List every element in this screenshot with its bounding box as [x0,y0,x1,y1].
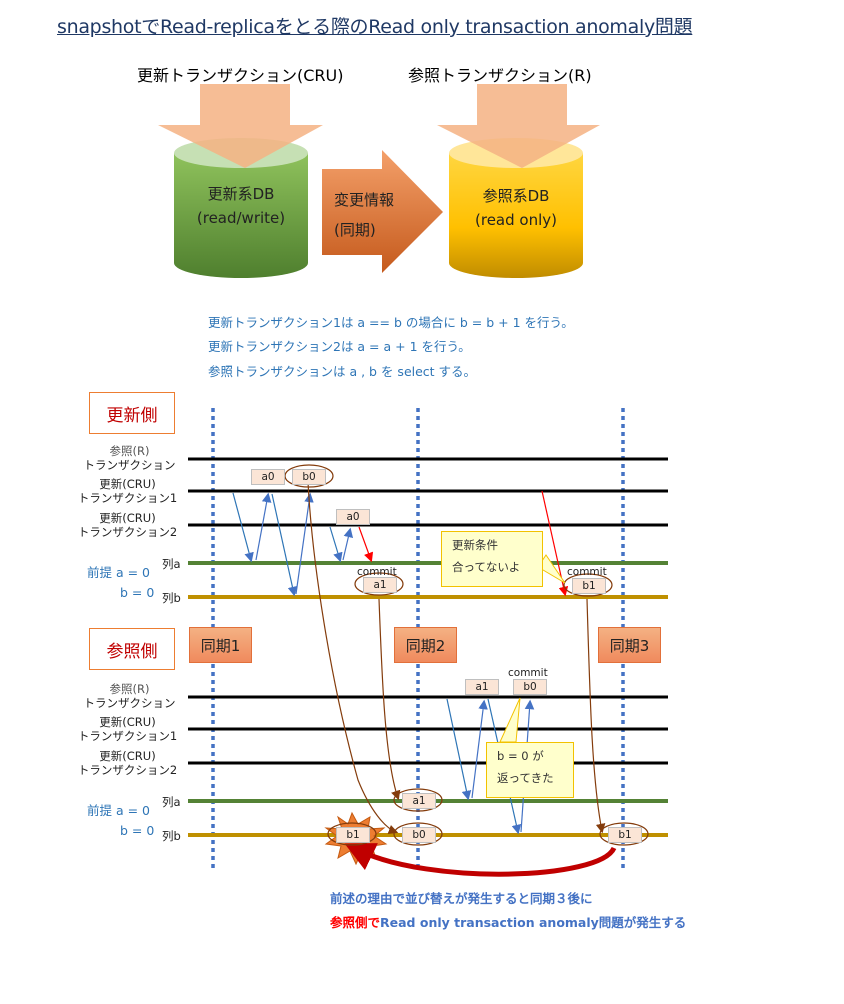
ref-update-tx1-line1: 更新(CRU) [99,715,156,729]
ref-read-a-arrow [446,698,472,801]
ref-update-tx1-line2: トランザクション1 [77,729,178,743]
ref-b1-early-ellipse [327,822,377,846]
sync-arrow-line1: 変更情報 [334,191,395,209]
sync-1-label: 同期1 [189,627,252,663]
upd-read-tx-label: 参照(R) トランザクション [72,444,187,472]
ref-commit-label: commit [508,667,548,679]
ref-update-tx2-label: 更新(CRU) トランザクション2 [70,749,185,777]
update-callout-line2: 合ってないよ [452,560,521,574]
sync-2-label: 同期2 [394,627,457,663]
description-line-3: 参照トランザクションは a , b を select する。 [208,364,477,379]
upd-update-tx2-line1: 更新(CRU) [99,511,156,525]
page-title: snapshotでRead-replicaをとる際のRead only tran… [57,16,693,38]
commit-b1-ellipse [563,573,613,597]
sync-arrow-label: 変更情報 (同期) [334,185,394,245]
read-tx-label: 参照トランザクション(R) [408,66,592,85]
upd-commit-a1-label: commit [357,566,397,578]
sync-3-label: 同期3 [598,627,661,663]
read-tx-down-arrow-icon [437,84,600,168]
upd-update-tx2-line2: トランザクション2 [77,525,178,539]
ref-return-a-arrow [471,699,488,799]
ref-read-tx-line1: 参照(R) [109,682,150,696]
read-callout-line1: b = 0 が [497,749,544,763]
ref-col-b-b0: b0 [402,827,436,843]
upd-read-tx-line2: トランザクション [83,458,176,472]
ref-col-a-label: 列a [162,795,181,809]
read-side-label: 参照側 [89,628,175,670]
tx1-read-b-arrow [271,493,298,597]
upd-tx1-b0: b0 [292,469,326,485]
ref-a1-ellipse [393,788,443,812]
read-db-label: 参照系DB (read only) [449,184,583,232]
top-diagram [158,84,600,278]
upd-update-tx2-label: 更新(CRU) トランザクション2 [70,511,185,539]
callout-pointer-2 [499,697,521,743]
update-condition-callout: 更新条件 合ってないよ [441,531,543,587]
description-line-1: 更新トランザクション1は a == b の場合に b = b + 1 を行う。 [208,315,574,330]
tx2-return-a-arrow [342,527,354,561]
update-side-label: 更新側 [89,392,175,434]
ref-read-tx-line2: トランザクション [83,696,176,710]
ref-col-b-b1-early: b1 [336,827,370,843]
tx1-return-a-arrow [255,492,272,561]
reorder-arrow [344,843,617,877]
upd-update-tx1-line1: 更新(CRU) [99,477,156,491]
update-db-label: 更新系DB (read/write) [174,182,308,230]
read-callout-line2: 返ってきた [497,771,554,785]
ref-read-tx-label: 参照(R) トランザクション [72,682,187,710]
ref-premise-a: 前提 a = 0 [87,803,151,818]
ref-col-b-b1-late: b1 [608,827,642,843]
upd-tx1-a0: a0 [251,469,285,485]
ref-update-tx2-line2: トランザクション2 [77,763,178,777]
update-tx-label: 更新トランザクション(CRU) [137,66,344,85]
upd-commit-b1: b1 [572,578,606,594]
sync-arrow-icon [322,150,443,273]
upd-col-b-label: 列b [162,591,181,605]
upd-premise-b: b = 0 [120,585,155,600]
tx1-return-b-arrow [295,492,314,595]
timeline-diagram [188,408,668,877]
upd-commit-b1-label: commit [567,566,607,578]
upd-update-tx1-line2: トランザクション1 [77,491,178,505]
footer-line-1: 前述の理由で並び替えが発生すると同期３後に [330,891,593,906]
tx2-read-a-arrow [329,526,343,563]
ref-b1-late-ellipse [599,822,649,846]
returned-b0-callout: b = 0 が 返ってきた [486,742,574,798]
sync-arrow-line2: (同期) [334,221,376,239]
update-callout-line1: 更新条件 [452,538,498,552]
footer-line-2: 参照側でRead only transaction anomaly問題が発生する [330,912,686,931]
upd-tx2-a0: a0 [336,509,370,525]
tx2-write-a-arrow [358,526,374,563]
upd-premise-a: 前提 a = 0 [87,565,151,580]
description-line-2: 更新トランザクション2は a = a + 1 を行う。 [208,339,471,354]
ref-update-tx1-label: 更新(CRU) トランザクション1 [70,715,185,743]
ref-premise-b: b = 0 [120,823,155,838]
ref-col-a-a1: a1 [402,793,436,809]
commit-a1-ellipse [354,572,404,596]
ref-col-b-label: 列b [162,829,181,843]
read-db-name: 参照系DB [482,187,550,205]
tx1-read-a-arrow [232,492,254,563]
sync-a1-curve [378,598,401,801]
ref-update-tx2-line1: 更新(CRU) [99,749,156,763]
footer-line-2-rest: Read only transaction anomaly問題が発生する [380,915,687,930]
upd-update-tx1-label: 更新(CRU) トランザクション1 [70,477,185,505]
upd-col-a-label: 列a [162,557,181,571]
ref-b0-ellipse [393,822,443,846]
ref-read-b0: b0 [513,679,547,695]
upd-read-tx-line1: 参照(R) [109,444,150,458]
upd-commit-a1: a1 [363,577,397,593]
sync-b0-curve [307,481,399,835]
footer-line-2-highlight: 参照側で [330,915,381,930]
read-db-mode: (read only) [475,211,557,229]
ref-read-a1: a1 [465,679,499,695]
update-tx-down-arrow-icon [158,84,323,168]
tx1-b0-ellipse [284,464,334,488]
update-db-mode: (read/write) [196,209,286,227]
update-db-name: 更新系DB [207,185,275,203]
sync-b1-curve [586,598,606,834]
